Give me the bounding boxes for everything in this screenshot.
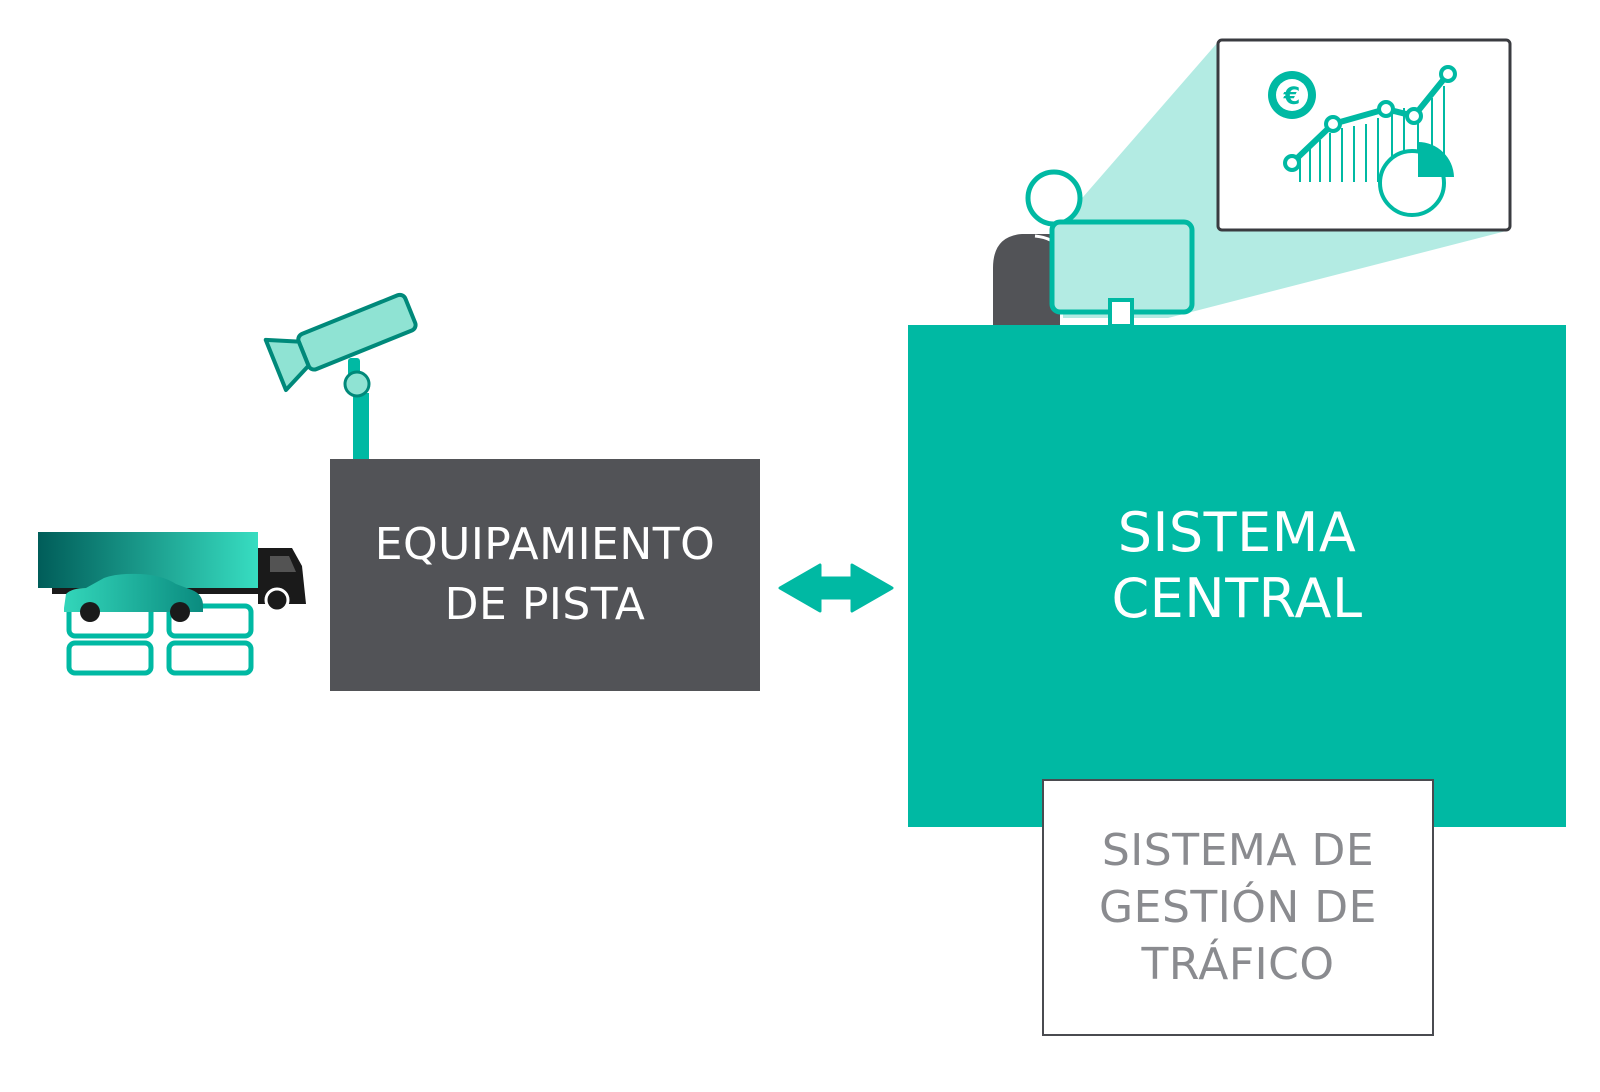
euro-symbol: € — [1283, 82, 1301, 110]
traffic-management-label-line3: TRÁFICO — [1141, 939, 1335, 990]
central-system-label-line2: CENTRAL — [1111, 567, 1363, 630]
central-system-label-line1: SISTEMA — [1117, 501, 1357, 564]
central-system-box: SISTEMA CENTRAL — [908, 325, 1566, 827]
track-equipment-box: EQUIPAMIENTO DE PISTA — [330, 459, 760, 691]
traffic-management-label-line1: SISTEMA DE — [1101, 825, 1375, 876]
traffic-management-label-line2: GESTIÓN DE — [1099, 882, 1377, 933]
track-equipment-label-line2: DE PISTA — [444, 579, 646, 630]
traffic-management-box: SISTEMA DE GESTIÓN DE TRÁFICO — [1042, 779, 1434, 1036]
track-equipment-label-line1: EQUIPAMIENTO — [374, 519, 716, 570]
